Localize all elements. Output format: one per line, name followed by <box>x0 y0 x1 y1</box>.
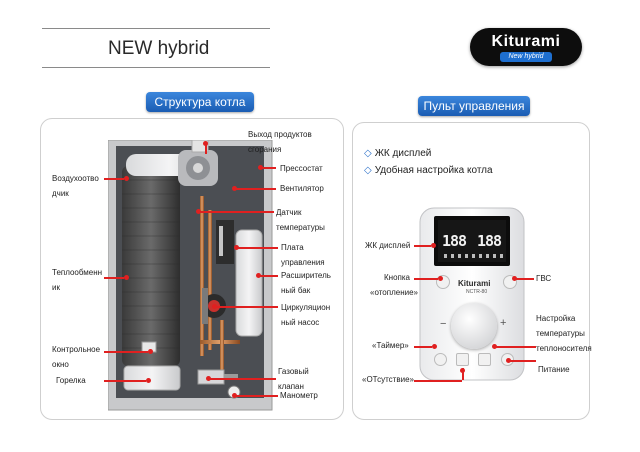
label-expansion: Расширитель ный бак <box>281 271 331 295</box>
callout-line-heating <box>414 278 438 280</box>
device-brand: Kiturami <box>458 279 491 288</box>
label-gas: Газовый клапан <box>278 367 309 391</box>
label-heat-exchanger: Теплообменн ик <box>52 268 103 292</box>
page-title: NEW hybrid <box>108 38 210 59</box>
callout-dot-heatexchanger <box>124 275 129 280</box>
label-timer: «Таймер» <box>372 341 409 350</box>
callout-line-timer <box>414 346 432 348</box>
callout-dot-lcd <box>431 243 436 248</box>
callout-dot-controlwindow <box>148 349 153 354</box>
remote-section-button[interactable]: Пульт управления <box>418 96 530 116</box>
callout-line-exhaust <box>205 144 207 154</box>
callout-line-lcd <box>414 245 431 247</box>
label-manometer: Манометр <box>280 391 318 400</box>
brand-logo-sub: New hybrid <box>500 52 552 62</box>
callout-line-heatexchanger <box>104 277 124 279</box>
callout-line-away <box>414 380 462 382</box>
label-away: «ОТсутствие» <box>362 375 414 384</box>
callout-line-dhw <box>516 278 534 280</box>
label-pressostat: Прессостат <box>280 164 323 173</box>
boiler-illustration <box>108 140 273 411</box>
brand-logo: Kiturami New hybrid <box>470 28 582 66</box>
lcd-value-left: 188 <box>442 232 467 250</box>
diamond-bullet-icon: ◇ <box>364 148 372 159</box>
callout-line-pressostat <box>262 167 276 169</box>
callout-dot-board <box>234 245 239 250</box>
callout-line-fan <box>236 188 276 190</box>
callout-line-pump <box>216 306 278 308</box>
callout-dot-exhaust <box>203 141 208 146</box>
label-setting: Настройка температуры теплоносителя <box>536 314 592 353</box>
callout-line-gas <box>210 378 276 380</box>
label-pump: Циркуляцион ный насос <box>281 303 331 327</box>
diamond-bullet-icon: ◇ <box>364 165 372 176</box>
feature-easy-setup: ◇Удобная настройка котла <box>364 165 493 176</box>
callout-line-board <box>238 247 278 249</box>
callout-dot-airvent <box>124 176 129 181</box>
timer-button[interactable] <box>434 353 447 366</box>
callout-dot-heating <box>438 276 443 281</box>
lcd-icons-row <box>444 254 504 258</box>
callout-dot-gas <box>206 376 211 381</box>
callout-dot-dhw <box>512 276 517 281</box>
structure-section-button[interactable]: Структура котла <box>146 92 254 112</box>
callout-line-expansion <box>260 275 278 277</box>
callout-line-sensor <box>200 211 274 213</box>
label-burner: Горелка <box>56 376 86 385</box>
lcd-value-right: 188 <box>477 232 502 250</box>
callout-line-setting <box>496 346 536 348</box>
label-fan: Вентилятор <box>280 184 324 193</box>
temperature-knob[interactable] <box>451 303 497 349</box>
callout-dot-timer <box>432 344 437 349</box>
callout-dot-pressostat <box>258 165 263 170</box>
header-rule-bottom <box>42 67 270 68</box>
label-sensor: Датчик температуры <box>276 208 325 232</box>
callout-line-manometer <box>236 395 278 397</box>
callout-vline-away <box>462 368 464 380</box>
label-control-window: Контрольное окно <box>52 345 101 369</box>
label-exhaust: Выход продуктов сгорания <box>248 130 312 154</box>
label-heating: Кнопка «отопление» <box>370 273 418 297</box>
setting-button[interactable] <box>478 353 491 366</box>
header-rule-top <box>42 28 270 29</box>
callout-line-controlwindow <box>104 351 148 353</box>
callout-dot-pump <box>212 304 217 309</box>
feature-lcd: ◇ЖК дисплей <box>364 148 432 159</box>
callout-line-power <box>510 360 536 362</box>
device-model: NCTR-80 <box>466 289 488 295</box>
callout-dot-burner <box>146 378 151 383</box>
minus-symbol: − <box>440 318 447 330</box>
label-dhw: ГВС <box>536 274 552 283</box>
callout-dot-expansion <box>256 273 261 278</box>
callout-line-burner <box>104 380 146 382</box>
callout-dot-manometer <box>232 393 237 398</box>
label-board: Плата управления <box>281 243 325 267</box>
brand-logo-text: Kiturami <box>491 33 561 50</box>
callout-dot-fan <box>232 186 237 191</box>
label-lcd: ЖК дисплей <box>365 241 411 250</box>
label-air-vent: Воздухоотво дчик <box>52 174 99 198</box>
label-power: Питание <box>538 365 570 374</box>
callout-line-airvent <box>104 178 124 180</box>
callout-dot-sensor <box>196 209 201 214</box>
plus-symbol: + <box>500 317 507 329</box>
callout-dot-power <box>506 358 511 363</box>
callout-dot-setting <box>492 344 497 349</box>
away-button[interactable] <box>456 353 469 366</box>
